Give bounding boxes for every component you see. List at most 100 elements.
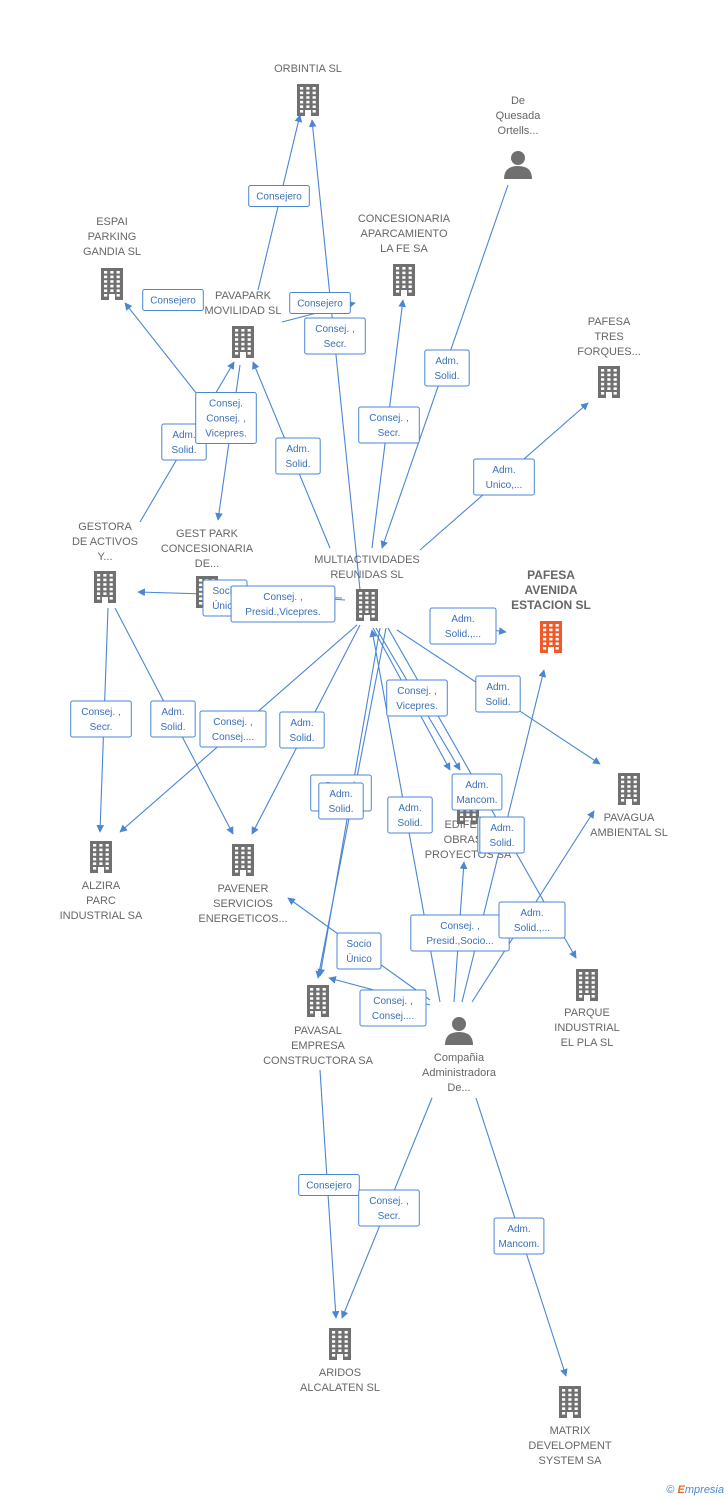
edge-label-text: Presid.,Vicepres. bbox=[245, 607, 320, 618]
edge-label[interactable]: Consej.Consej. ,Vicepres. bbox=[195, 392, 257, 444]
edge-label[interactable]: Adm.Solid. bbox=[424, 349, 470, 387]
edge-label-text: Mancom. bbox=[498, 1239, 539, 1250]
node-label: De... bbox=[447, 1082, 470, 1094]
edge-label[interactable]: Consej. ,Presid.,Socio... bbox=[410, 914, 510, 952]
edge-label-text: Solid.,... bbox=[445, 629, 481, 640]
edge-label-text: Adm. bbox=[520, 908, 543, 919]
edge-label[interactable]: Adm. Mancom. bbox=[493, 1217, 545, 1255]
edge-label[interactable]: Adm. Solid. bbox=[479, 816, 525, 854]
node-label: CONSTRUCTORA SA bbox=[263, 1055, 373, 1067]
edge-label-text: Consej. , bbox=[315, 324, 354, 335]
edge-label-box bbox=[230, 585, 336, 623]
edge-label[interactable]: Adm.Unico,... bbox=[473, 458, 535, 496]
node-dequesada[interactable]: DeQuesadaOrtells... bbox=[496, 95, 542, 179]
building-icon bbox=[101, 268, 123, 300]
edge-label-text: Consej. , bbox=[397, 686, 436, 697]
edge-label[interactable]: Consej. ,Secr. bbox=[304, 317, 366, 355]
node-label: Y... bbox=[97, 551, 112, 563]
node-label: PAVAPARK bbox=[215, 290, 272, 302]
edge-label-box bbox=[199, 710, 267, 748]
edge-label-text: Consej. , bbox=[369, 413, 408, 424]
node-label: Compañia bbox=[434, 1052, 485, 1064]
node-label: APARCAMIENTO bbox=[361, 228, 448, 240]
edge-label[interactable]: Consej. ,Secr. bbox=[358, 406, 420, 444]
edge-label-text: Consejero bbox=[256, 192, 302, 203]
edge-label-text: Adm. bbox=[507, 1224, 530, 1235]
edge-label-text: Adm. bbox=[286, 444, 309, 455]
edge-label[interactable]: Adm.Solid. bbox=[150, 700, 196, 738]
edge-label[interactable]: Consej. , Presid.,Vicepres. bbox=[230, 585, 336, 623]
edge-label-box bbox=[498, 901, 566, 939]
building-icon bbox=[598, 366, 620, 398]
edge-label-text: Consej. , bbox=[263, 592, 302, 603]
node-orbintia[interactable]: ORBINTIA SL bbox=[274, 63, 342, 116]
edge-label[interactable]: Adm.Solid.,... bbox=[498, 901, 566, 939]
edge-label-box bbox=[195, 392, 257, 444]
node-label: ARIDOS bbox=[319, 1367, 361, 1379]
edge-label-text: Adm. bbox=[435, 356, 458, 367]
edge-label-text: Solid. bbox=[489, 838, 514, 849]
edge-label-text: Solid. bbox=[285, 459, 310, 470]
edge-label[interactable]: Adm.Solid. bbox=[475, 675, 521, 713]
edge-label-text: Mancom. bbox=[456, 795, 497, 806]
edge-label[interactable]: Consej. ,Secr. bbox=[70, 700, 132, 738]
edge-label[interactable]: Consej. ,Secr. bbox=[358, 1189, 420, 1227]
edge-label[interactable]: Consejero bbox=[142, 289, 204, 311]
edge-label-text: Adm. bbox=[465, 780, 488, 791]
building-icon bbox=[232, 326, 254, 358]
node-label: ORBINTIA SL bbox=[274, 63, 342, 75]
node-label: AVENIDA bbox=[524, 583, 577, 597]
edge-label[interactable]: Consejero bbox=[248, 185, 310, 207]
edge-label-text: Adm. bbox=[451, 614, 474, 625]
edge-label[interactable]: Consej. ,Vicepres. bbox=[386, 679, 448, 717]
edge-label-text: Consejero bbox=[297, 299, 343, 310]
building-icon bbox=[576, 969, 598, 1001]
edge-label-text: Consej. , bbox=[440, 921, 479, 932]
edge-label[interactable]: Adm.Solid. bbox=[387, 796, 433, 834]
node-label: ALCALATEN SL bbox=[300, 1382, 380, 1394]
node-label: PARQUE bbox=[564, 1007, 610, 1019]
node-label: PARKING bbox=[88, 231, 137, 243]
node-label: Administradora bbox=[422, 1067, 497, 1079]
edge-label-text: Adm. bbox=[398, 803, 421, 814]
edge-label-box bbox=[429, 607, 497, 645]
edge-label[interactable]: Consej. ,Consej.... bbox=[359, 989, 427, 1027]
edge-label[interactable]: Adm.Solid. bbox=[279, 711, 325, 749]
edge-label[interactable]: Consejero bbox=[298, 1174, 360, 1196]
node-aridos[interactable]: ARIDOS ALCALATEN SL bbox=[300, 1328, 380, 1394]
edge-label-text: Socio bbox=[346, 939, 371, 950]
edge-label-text: Adm. bbox=[490, 823, 513, 834]
edge-label[interactable]: Adm. Solid.,... bbox=[429, 607, 497, 645]
edge-label[interactable]: Adm.Solid. bbox=[318, 782, 364, 820]
node-label: GEST PARK bbox=[176, 528, 239, 540]
edge-label[interactable]: Adm. Mancom. bbox=[451, 773, 503, 811]
edge-label[interactable]: Adm. Solid. bbox=[275, 437, 321, 475]
edge-label-text: Consej.... bbox=[372, 1011, 414, 1022]
edge-label-text: Socio bbox=[212, 586, 237, 597]
footer-brand[interactable]: © Empresia bbox=[666, 1484, 724, 1496]
node-pavener[interactable]: PAVENERSERVICIOSENERGETICOS... bbox=[198, 844, 288, 925]
person-icon bbox=[445, 1017, 473, 1045]
edge-label-box bbox=[70, 700, 132, 738]
edge-label[interactable]: Consejero bbox=[289, 292, 351, 314]
edge-label[interactable]: Consej. ,Consej.... bbox=[199, 710, 267, 748]
node-compania[interactable]: CompañiaAdministradoraDe... bbox=[422, 1017, 497, 1094]
edge-label-text: Solid. bbox=[289, 733, 314, 744]
edge-label[interactable]: Adm.Solid. bbox=[161, 423, 207, 461]
edge-label-text: Consej.... bbox=[212, 732, 254, 743]
edge-label-text: Consejero bbox=[150, 296, 196, 307]
node-pafesatres[interactable]: PAFESATRESFORQUES... bbox=[577, 316, 641, 398]
edge-label-text: Solid. bbox=[485, 697, 510, 708]
